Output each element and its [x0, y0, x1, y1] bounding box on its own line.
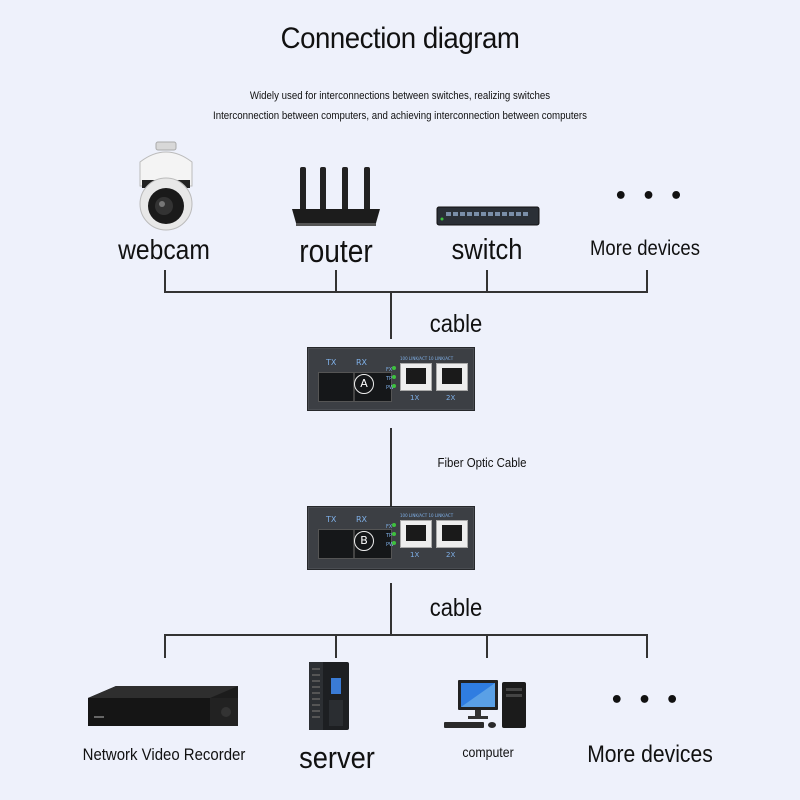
cable-label-top: cable — [429, 310, 483, 338]
device-label-more-top: More devices — [590, 237, 700, 260]
port-label-2x: 2X — [446, 551, 456, 559]
port-label-1x: 1X — [410, 394, 420, 402]
cable-label-bottom: cable — [429, 594, 483, 622]
wifi-router-icon — [292, 167, 380, 226]
device-label-switch: switch — [451, 234, 523, 266]
status-leds — [392, 366, 396, 388]
diagram-title: Connection diagram — [280, 22, 520, 55]
port-label-2x: 2X — [446, 394, 456, 402]
port-label-1x: 1X — [410, 551, 420, 559]
status-leds — [392, 523, 396, 545]
server-rack-icon — [309, 662, 349, 730]
drop-line-webcam — [164, 270, 166, 292]
rj45-port-2x — [436, 520, 468, 548]
network-switch-icon — [436, 206, 540, 226]
fiber-cable-label: Fiber Optic Cable — [437, 455, 527, 470]
tx-label: TX — [326, 515, 337, 524]
bottom-trunk-line — [390, 583, 392, 635]
rx-label: RX — [356, 358, 368, 367]
drop-line-switch — [486, 270, 488, 292]
subtitle-line-2: Interconnection between computers, and a… — [213, 110, 587, 122]
port-led-labels: 100 LINK/ACT 10 LINK/ACT — [400, 513, 454, 518]
device-label-computer: computer — [462, 744, 514, 760]
dome-camera-icon — [139, 141, 193, 231]
device-label-router: router — [299, 233, 373, 269]
device-label-server: server — [299, 740, 375, 775]
top-bus-line — [164, 291, 648, 293]
bottom-bus-line — [164, 634, 648, 636]
ellipsis-icon: • • • — [613, 184, 687, 209]
fiber-optic-line — [390, 428, 392, 520]
converter-id-badge: A — [354, 374, 374, 394]
rj45-port-2x — [436, 363, 468, 391]
subtitle-line-1: Widely used for interconnections between… — [249, 90, 551, 102]
device-label-more-bottom: More devices — [587, 741, 713, 768]
nvr-icon — [88, 686, 238, 726]
drop-line-more-bottom — [646, 634, 648, 658]
top-trunk-line — [390, 291, 392, 339]
tx-label: TX — [326, 358, 337, 367]
rj45-port-1x — [400, 363, 432, 391]
ellipsis-icon: • • • — [609, 688, 683, 713]
rj45-port-1x — [400, 520, 432, 548]
port-led-labels: 100 LINK/ACT 10 LINK/ACT — [400, 356, 454, 361]
device-label-nvr: Network Video Recorder — [82, 745, 246, 764]
drop-line-server — [335, 634, 337, 658]
drop-line-more-top — [646, 270, 648, 292]
rx-label: RX — [356, 515, 368, 524]
desktop-computer-icon — [444, 680, 526, 728]
device-label-webcam: webcam — [118, 234, 210, 265]
drop-line-nvr — [164, 634, 166, 658]
drop-line-router — [335, 270, 337, 292]
converter-id-badge: B — [354, 531, 374, 551]
drop-line-computer — [486, 634, 488, 658]
